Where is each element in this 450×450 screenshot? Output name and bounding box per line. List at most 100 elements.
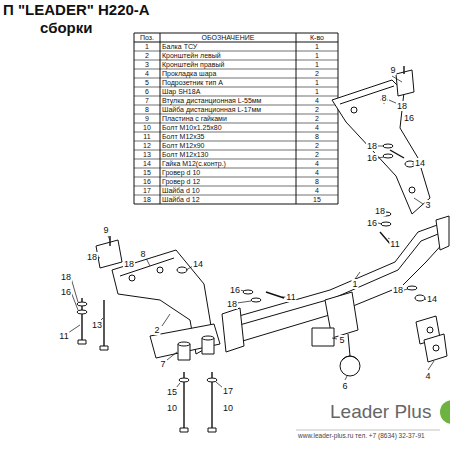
table-cell: 1 <box>296 42 338 51</box>
table-line <box>134 60 338 61</box>
callout-number: 3 <box>424 200 431 210</box>
drawing-title: П "LEADER" H220-A <box>3 2 150 18</box>
callout-number: 18 <box>86 252 98 262</box>
nut <box>415 295 425 301</box>
table-cell: Подрозетник тип А <box>160 78 296 87</box>
bracket-edge <box>120 258 174 276</box>
bolt <box>266 292 284 298</box>
table-cell: 1 <box>296 78 338 87</box>
callout-number: 14 <box>192 259 204 269</box>
callout-number: 1 <box>351 279 358 289</box>
table-line <box>134 150 338 151</box>
table-cell: 4 <box>296 168 338 177</box>
table-cell: 18 <box>134 195 160 204</box>
table-cell: Гровер d 10 <box>160 168 296 177</box>
table-line <box>134 177 338 178</box>
table-frame <box>134 33 338 204</box>
table-cell: 2 <box>134 51 160 60</box>
callout-number: 10 <box>222 403 234 413</box>
table-cell: Болт M12x90 <box>160 141 296 150</box>
hole <box>433 345 439 351</box>
table-cell: 3 <box>134 60 160 69</box>
table-line <box>134 51 338 52</box>
table-cell: 5 <box>134 78 160 87</box>
washer <box>407 286 417 290</box>
callout-number: 18 <box>123 259 135 269</box>
callout-number: 7 <box>159 359 166 369</box>
hole <box>129 275 135 281</box>
table-cell: 4 <box>134 69 160 78</box>
washer <box>243 290 253 294</box>
table-cell: Гайка M12(с.контр.) <box>160 159 296 168</box>
table-cell: 2 <box>296 105 338 114</box>
callout-number: 16 <box>60 287 72 297</box>
table-cell: Болт M12x35 <box>160 132 296 141</box>
callout-number: 2 <box>153 325 160 335</box>
callout-number: 5 <box>338 335 345 345</box>
bolt-head <box>180 428 188 432</box>
hole <box>157 267 163 273</box>
callout-number: 14 <box>414 158 426 168</box>
nut-plate <box>396 70 414 96</box>
table-line <box>134 105 338 106</box>
table-cell: Кронштейн левый <box>160 51 296 60</box>
brand-logo: Leader Plus <box>330 402 431 422</box>
table-cell: 11 <box>134 132 160 141</box>
table-rows <box>134 42 338 195</box>
table-cell: Кронштейн правый <box>160 60 296 69</box>
callout-number: 18 <box>366 141 378 151</box>
table-line <box>134 42 338 43</box>
washer <box>77 302 87 306</box>
table-cell: Балка ТСУ <box>160 42 296 51</box>
bolt-head <box>100 346 108 350</box>
callout-number: 11 <box>58 331 69 341</box>
tow-beam <box>232 224 446 343</box>
callout-number: 9 <box>102 225 109 235</box>
callout-number: 10 <box>166 403 178 413</box>
bolt <box>109 236 110 246</box>
callout-number: 18 <box>396 101 408 111</box>
logo-rule <box>296 430 440 431</box>
callout-number: 9 <box>389 65 396 75</box>
table-cell: 17 <box>134 186 160 195</box>
table-line <box>160 33 161 204</box>
table-cell: 4 <box>296 159 338 168</box>
washer <box>381 222 391 226</box>
callout-number: 18 <box>392 285 404 295</box>
bolt-head <box>208 428 216 432</box>
callout-number: 16 <box>403 113 415 123</box>
callout-number: 14 <box>426 294 438 304</box>
table-line <box>134 69 338 70</box>
hole <box>427 327 433 333</box>
callout-number: 11 <box>285 292 296 302</box>
table-cell: Шайба d 10 <box>160 186 296 195</box>
table-cell: 2 <box>296 150 338 159</box>
table-cell: Болт M12x130 <box>160 150 296 159</box>
nut-plate <box>96 240 122 268</box>
callout-number: 8 <box>139 249 146 259</box>
contact-line: www.leader-plus.ru тел. +7 (8634) 32-37-… <box>298 432 425 440</box>
table-cell: 8 <box>296 132 338 141</box>
washer <box>251 298 261 302</box>
tow-ball-shade <box>342 356 358 360</box>
table-line <box>134 159 338 160</box>
table-cell: 4 <box>296 186 338 195</box>
table-cell: Шайба d 12 <box>160 195 296 204</box>
table-cell: 15 <box>134 168 160 177</box>
table-header: К-во <box>296 33 338 42</box>
table-cell: 16 <box>134 177 160 186</box>
callout-number: 18 <box>374 206 386 216</box>
callout-number: 16 <box>229 285 241 295</box>
table-cell: 1 <box>296 87 338 96</box>
table-line <box>134 168 338 169</box>
table-cell: Шайба дистанционная L-17мм <box>160 105 296 114</box>
table-line <box>134 195 338 196</box>
table-cell: 15 <box>296 195 338 204</box>
table-line <box>134 132 338 133</box>
table-line <box>134 123 338 124</box>
callout-number: 4 <box>424 371 431 381</box>
table-line <box>134 186 338 187</box>
table-cell: 2 <box>296 69 338 78</box>
washer <box>207 378 217 382</box>
